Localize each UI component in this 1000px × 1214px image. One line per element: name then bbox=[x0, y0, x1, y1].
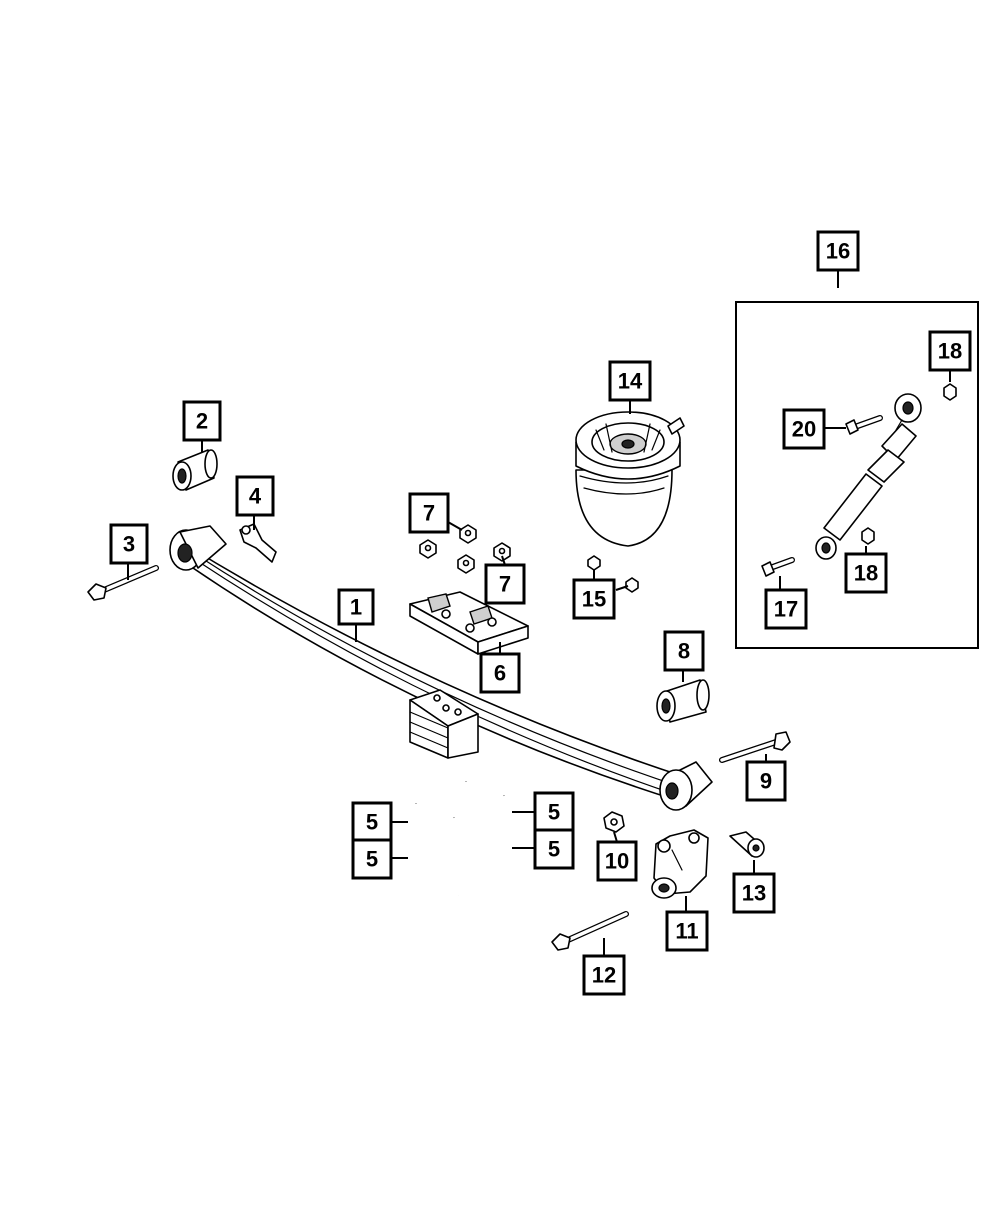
svg-text:18: 18 bbox=[854, 561, 878, 586]
svg-text:16: 16 bbox=[826, 239, 850, 264]
callout-5-d: 5 bbox=[533, 828, 575, 870]
callout-3: 3 bbox=[109, 523, 149, 565]
shock-bolt-upper bbox=[845, 415, 883, 435]
shock-nut-upper bbox=[943, 383, 957, 401]
jounce-bumper bbox=[729, 831, 765, 858]
svg-text:4: 4 bbox=[249, 484, 262, 509]
nut bbox=[419, 539, 437, 559]
svg-text:18: 18 bbox=[938, 339, 962, 364]
callout-7-a: 7 bbox=[408, 492, 450, 534]
spacer-plate bbox=[409, 591, 529, 655]
callout-6: 6 bbox=[479, 652, 521, 694]
bolt-rear bbox=[719, 731, 791, 763]
callout-7-b: 7 bbox=[484, 563, 526, 605]
callout-1: 1 bbox=[337, 588, 375, 626]
svg-text:10: 10 bbox=[605, 849, 629, 874]
bracket bbox=[239, 523, 277, 563]
bolt-shackle bbox=[551, 911, 629, 951]
nut bbox=[493, 542, 511, 562]
bolt bbox=[87, 565, 159, 601]
callout-17: 17 bbox=[764, 588, 808, 630]
svg-text:5: 5 bbox=[548, 800, 560, 825]
svg-text:7: 7 bbox=[499, 572, 511, 597]
svg-text:5: 5 bbox=[366, 847, 378, 872]
nut-group bbox=[419, 524, 511, 574]
shock-nut-lower bbox=[861, 527, 875, 545]
flange-nut bbox=[603, 811, 625, 833]
callout-11: 11 bbox=[665, 910, 709, 952]
svg-text:5: 5 bbox=[548, 837, 560, 862]
callout-5-c: 5 bbox=[533, 791, 575, 833]
callout-8: 8 bbox=[663, 630, 705, 672]
callout-4: 4 bbox=[235, 475, 275, 517]
callout-2: 2 bbox=[182, 400, 222, 442]
svg-text:11: 11 bbox=[675, 919, 698, 944]
leaf-spring bbox=[169, 525, 713, 811]
callout-18-a: 18 bbox=[928, 330, 972, 372]
callout-5-b: 5 bbox=[351, 838, 393, 880]
air-spring bbox=[575, 411, 685, 547]
svg-text:17: 17 bbox=[774, 597, 798, 622]
u-bolt-right bbox=[464, 781, 510, 896]
leader-lines bbox=[127, 270, 951, 956]
svg-text:7: 7 bbox=[423, 501, 435, 526]
svg-text:14: 14 bbox=[618, 369, 643, 394]
callout-13: 13 bbox=[732, 872, 776, 914]
bushing bbox=[172, 449, 218, 491]
svg-text:1: 1 bbox=[350, 595, 362, 620]
shock-absorber bbox=[815, 393, 922, 560]
nut bbox=[457, 554, 475, 574]
callout-20: 20 bbox=[782, 408, 826, 450]
svg-text:2: 2 bbox=[196, 409, 208, 434]
svg-text:12: 12 bbox=[592, 963, 616, 988]
callout-16: 16 bbox=[816, 230, 860, 272]
svg-text:3: 3 bbox=[123, 532, 135, 557]
callout-18-b: 18 bbox=[844, 552, 888, 594]
svg-text:15: 15 bbox=[582, 587, 606, 612]
shackle bbox=[651, 829, 709, 899]
callout-9: 9 bbox=[745, 760, 787, 802]
svg-text:8: 8 bbox=[678, 639, 690, 664]
svg-text:5: 5 bbox=[366, 810, 378, 835]
callout-12: 12 bbox=[582, 954, 626, 996]
svg-text:13: 13 bbox=[742, 881, 766, 906]
shock-bolt-lower bbox=[761, 557, 795, 577]
callout-5-a: 5 bbox=[351, 801, 393, 843]
u-bolt-left bbox=[414, 803, 460, 918]
nut bbox=[459, 524, 477, 544]
svg-text:9: 9 bbox=[760, 769, 772, 794]
svg-text:6: 6 bbox=[494, 661, 506, 686]
svg-text:20: 20 bbox=[792, 417, 816, 442]
air-spring-nuts bbox=[587, 555, 639, 593]
callout-10: 10 bbox=[596, 840, 638, 882]
bushing-rear bbox=[656, 679, 710, 723]
callout-15: 15 bbox=[572, 578, 616, 620]
callout-14: 14 bbox=[608, 360, 652, 402]
shock-kit-frame bbox=[735, 301, 979, 649]
